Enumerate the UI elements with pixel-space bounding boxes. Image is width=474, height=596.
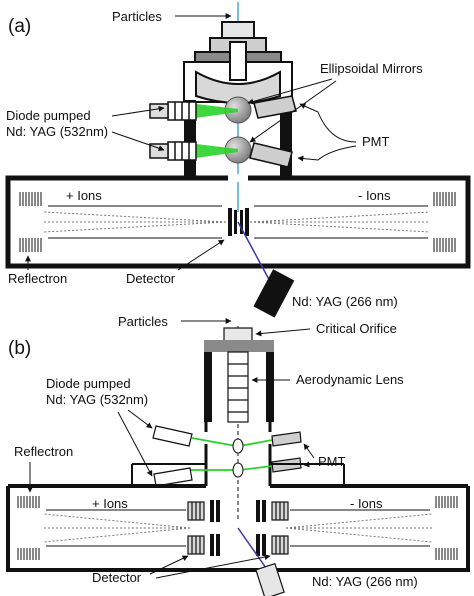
pmt-arrow-b-lower xyxy=(303,461,315,468)
detection-point-upper-b xyxy=(232,438,244,454)
ion-trajectories-a xyxy=(43,211,431,233)
detector-arrow-a xyxy=(177,239,225,271)
pmt-label-a: PMT xyxy=(362,134,390,149)
diode-arrow-b-upper xyxy=(127,409,153,429)
green-laser-beams-a xyxy=(196,104,238,158)
diode-label-a-line2: Nd: YAG (532nm) xyxy=(6,124,108,139)
pmt-label-b: PMT xyxy=(318,454,346,469)
lens-cap-b xyxy=(204,340,274,352)
pmt-tubes-a xyxy=(249,95,297,168)
green-laser-beams-b xyxy=(190,437,273,471)
critical-orifice-label: Critical Orifice xyxy=(316,321,397,336)
diode-label-a-line1: Diode pumped xyxy=(6,108,91,123)
reflectron-label-b: Reflectron xyxy=(14,444,73,459)
critical-orifice-arrow xyxy=(255,328,311,337)
lens-wall-right-b xyxy=(266,352,274,422)
reflectron-grid-left-b xyxy=(17,496,40,560)
uv-laser-housing-a xyxy=(253,269,295,318)
detector-label-b: Detector xyxy=(92,570,142,585)
tof-chamber-b xyxy=(6,484,470,572)
ion-trajectories-b xyxy=(43,513,433,543)
diode-label-b-line1: Diode pumped xyxy=(46,376,131,391)
particles-label-b: Particles xyxy=(118,314,168,329)
uv-laser-beam-a xyxy=(237,221,273,286)
detector-plates-b xyxy=(187,501,289,555)
mirror-arrow-lower xyxy=(249,80,337,143)
critical-orifice-block xyxy=(223,327,253,343)
minus-ions-label-b: - Ions xyxy=(350,496,383,511)
minus-ions-label-a: - Ions xyxy=(358,188,391,203)
detector-arrow-b-left xyxy=(149,555,189,575)
reflectron-label-a: Reflectron xyxy=(8,271,67,286)
diode-arrow-a-upper xyxy=(111,105,165,117)
extraction-plates-b xyxy=(210,500,266,556)
aerodynamic-lens-label: Aerodynamic Lens xyxy=(296,372,404,387)
ellipsoidal-mirrors-label: Ellipsoidal Mirrors xyxy=(320,61,423,76)
pmt-tubes-b xyxy=(271,431,302,473)
pmt-arrow-b-upper xyxy=(303,443,315,459)
diode-label-b-line2: Nd: YAG (532nm) xyxy=(46,392,148,407)
mirror-arrow-upper xyxy=(247,78,333,105)
panel-a: (a) xyxy=(5,2,471,318)
reflectron-grid-right-b xyxy=(435,496,458,560)
ndyag-266-label-a: Nd: YAG (266 nm) xyxy=(292,294,398,309)
inlet-assembly-a xyxy=(183,21,293,104)
pmt-arrow-a-upper xyxy=(299,103,357,143)
flight-tube-b xyxy=(46,509,430,547)
reflectron-grid-left-a xyxy=(19,192,42,252)
diode-arrow-a-lower xyxy=(111,131,165,152)
uv-laser-beam-b xyxy=(237,527,267,569)
aerodynamic-lens-stack xyxy=(227,351,249,423)
detection-point-lower-b xyxy=(232,462,244,478)
panel-b-tag: (b) xyxy=(8,338,31,359)
reflectron-grid-right-a xyxy=(433,192,456,252)
pmt-arrow-a-lower xyxy=(297,145,357,162)
detector-label-a: Detector xyxy=(126,271,176,286)
plus-ions-label-b: + Ions xyxy=(92,496,128,511)
chamber-inlet-gap-a xyxy=(228,174,248,182)
detector-plates-a xyxy=(228,208,249,236)
detector-arrow-b-right xyxy=(155,554,271,579)
ndyag-266-label-b: Nd: YAG (266 nm) xyxy=(312,574,418,589)
flight-tube-a xyxy=(48,205,428,239)
particles-label-a: Particles xyxy=(112,9,162,24)
lens-wall-left-b xyxy=(204,352,212,422)
diode-arrow-b-lower xyxy=(117,411,153,477)
window-right-b xyxy=(268,432,272,444)
uv-laser-housing-b xyxy=(255,562,285,596)
diode-laser-housings-b xyxy=(152,425,193,487)
panel-b: (b) xyxy=(6,314,470,596)
plus-ions-label-a: + Ions xyxy=(66,188,102,203)
window-left-b xyxy=(204,432,208,444)
panel-a-tag: (a) xyxy=(8,16,31,37)
